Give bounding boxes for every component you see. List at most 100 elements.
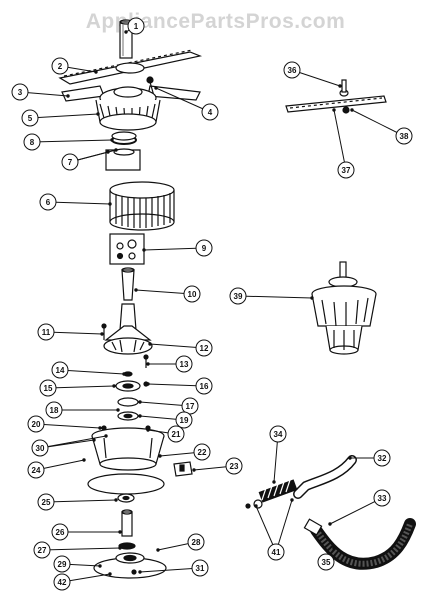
spray-arm-part [58, 49, 203, 85]
callout-34: 34 [269, 425, 287, 484]
leader-dot [192, 468, 196, 472]
leader-dot [156, 548, 160, 552]
leader-dot [146, 382, 150, 386]
callout-number: 8 [30, 138, 35, 147]
leader-dot [332, 108, 336, 112]
callout-36: 36 [283, 61, 342, 88]
callout-circle [187, 533, 205, 551]
leader-dot [290, 498, 294, 502]
callout-number: 32 [378, 454, 387, 463]
motor-plate-part [93, 552, 167, 579]
leader-line [351, 109, 405, 137]
ring-seal-part [111, 131, 137, 145]
leader-line [47, 201, 111, 205]
callout-circle [267, 543, 285, 561]
callout-circle [45, 401, 63, 419]
callout-circle [11, 83, 29, 101]
leader-line [35, 423, 101, 429]
callout-number: 36 [288, 66, 297, 75]
impeller-gear-part [95, 86, 161, 131]
callout-number: 24 [32, 466, 41, 475]
screw-part [101, 323, 107, 340]
leader-dot [154, 86, 158, 90]
callout-41: 41 [254, 498, 294, 561]
callout-number: 25 [42, 498, 51, 507]
callout-number: 6 [46, 198, 51, 207]
callout-33: 33 [328, 489, 391, 526]
callout-number: 11 [42, 328, 51, 337]
leader-dot [110, 138, 114, 142]
leader-line [59, 369, 125, 375]
leader-dot [158, 454, 162, 458]
leader-dot [114, 498, 118, 502]
callout-30: 30 [31, 434, 108, 457]
callout-number: 19 [180, 416, 189, 425]
callout-number: 3 [18, 88, 23, 97]
callout-7: 7 [61, 148, 118, 171]
callout-number: 15 [44, 384, 53, 393]
callout-circle [51, 57, 69, 75]
callout-circle [201, 103, 219, 121]
callout-20: 20 [27, 415, 102, 433]
callout-24: 24 [27, 458, 86, 479]
callout-circle [193, 443, 211, 461]
pump-motor-assembly-part [311, 261, 377, 355]
callout-circle [27, 461, 45, 479]
callout-37: 37 [332, 108, 355, 179]
leader-line [149, 343, 205, 349]
leader-dot [114, 148, 118, 152]
leader-dot [104, 434, 108, 438]
callout-19: 19 [138, 411, 193, 429]
leader-dot [146, 428, 150, 432]
callout-39: 39 [229, 287, 314, 305]
callout-number: 10 [188, 290, 197, 299]
leader-dot [348, 456, 352, 460]
leader-line [275, 499, 293, 553]
inlet-hose-part [303, 518, 416, 570]
callout-16: 16 [146, 377, 213, 395]
callout-number: 16 [200, 382, 209, 391]
callout-26: 26 [51, 523, 122, 541]
leader-dot [142, 248, 146, 252]
callout-number: 4 [208, 108, 213, 117]
leader-dot [148, 342, 152, 346]
watermark: AppliancePartsPros.com [85, 10, 346, 33]
leader-dot [138, 414, 142, 418]
leader-line [45, 331, 103, 335]
callout-number: 33 [378, 494, 387, 503]
leader-line [147, 383, 205, 387]
leader-line [31, 139, 113, 143]
callout-circle [167, 425, 185, 443]
leader-dot [272, 480, 276, 484]
leader-dot [66, 94, 70, 98]
callout-circle [27, 415, 45, 433]
callout-circle [175, 411, 193, 429]
leader-dot [98, 426, 102, 430]
leader-dot [124, 30, 128, 34]
callout-number: 39 [234, 292, 243, 301]
leader-dot [138, 570, 142, 574]
callout-number: 35 [322, 558, 331, 567]
leader-line [333, 109, 347, 171]
callout-number: 22 [198, 448, 207, 457]
leader-dot [328, 522, 332, 526]
callout-5: 5 [21, 109, 100, 127]
callout-18: 18 [45, 401, 120, 419]
callout-circle [21, 109, 39, 127]
callout-number: 38 [400, 132, 409, 141]
callout-number: 1 [134, 22, 139, 31]
coupling-part [118, 509, 136, 550]
callout-number: 17 [186, 402, 195, 411]
callout-circle [39, 193, 57, 211]
leader-line [39, 435, 107, 449]
leader-line [45, 499, 117, 503]
callout-31: 31 [138, 559, 209, 577]
callout-circle [183, 285, 201, 303]
leader-dot [108, 572, 112, 576]
leader-dot [108, 202, 112, 206]
callout-number: 26 [56, 528, 65, 537]
callout-circle [51, 523, 69, 541]
callout-circle [61, 153, 79, 171]
pump-housing-part [103, 303, 153, 355]
